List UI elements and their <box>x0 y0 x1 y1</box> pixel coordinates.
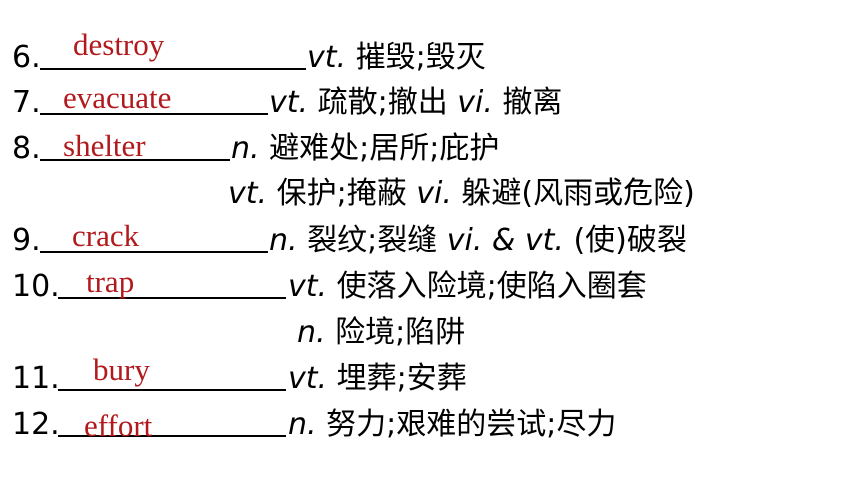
definition: vt. 摧毁;毁灭 <box>307 38 486 78</box>
answer-blank <box>58 297 286 299</box>
answer-blank <box>40 251 268 253</box>
meaning: 埋葬;安葬 <box>327 361 467 396</box>
part-of-speech: vt. <box>228 176 268 211</box>
entry-number: 7. <box>12 85 41 120</box>
answer-word: destroy <box>73 27 165 62</box>
definition: n. 避难处;居所;庇护 <box>231 129 499 169</box>
entry-number: 9. <box>12 223 41 258</box>
answer-word: bury <box>93 352 150 387</box>
answer-word: effort <box>84 408 153 443</box>
answer-blank <box>40 113 268 115</box>
meaning: 使落入险境;使陷入圈套 <box>327 269 647 304</box>
answer-word: shelter <box>63 128 146 163</box>
part-of-speech: vt. <box>269 85 309 120</box>
part-of-speech: vt. <box>307 40 347 75</box>
entry-number: 10. <box>12 269 60 304</box>
definition: n. 努力;艰难的尝试;尽力 <box>288 405 616 445</box>
definition: vt. 疏散;撤出 vi. 撤离 <box>269 83 562 123</box>
meaning: 撤离 <box>492 85 563 120</box>
meaning: 保护;掩蔽 <box>267 176 417 211</box>
meaning: (使)破裂 <box>563 223 687 258</box>
part-of-speech: vi. & vt. <box>446 223 564 258</box>
meaning: 险境;陷阱 <box>325 315 466 350</box>
entry-number: 6. <box>12 40 41 75</box>
answer-blank <box>58 435 286 437</box>
part-of-speech: vt. <box>288 361 328 396</box>
part-of-speech: vi. <box>457 85 493 120</box>
part-of-speech: n. <box>297 315 326 350</box>
meaning: 裂纹;裂缝 <box>297 223 447 258</box>
answer-blank <box>40 159 230 161</box>
meaning: 躲避(风雨或危险) <box>451 176 695 211</box>
definition: vt. 使落入险境;使陷入圈套 <box>288 267 647 307</box>
answer-word: evacuate <box>63 80 172 115</box>
part-of-speech: n. <box>231 131 260 166</box>
meaning: 努力;艰难的尝试;尽力 <box>316 407 617 442</box>
part-of-speech: n. <box>269 223 298 258</box>
entry-number: 11. <box>12 361 60 396</box>
answer-blank <box>58 389 286 391</box>
meaning: 避难处;居所;庇护 <box>259 131 500 166</box>
part-of-speech: vi. <box>416 176 452 211</box>
definition: vt. 埋葬;安葬 <box>288 359 467 399</box>
answer-blank <box>40 68 306 70</box>
definition: n. 险境;陷阱 <box>297 313 465 353</box>
part-of-speech: vt. <box>288 269 328 304</box>
entry-number: 12. <box>12 407 60 442</box>
answer-word: crack <box>72 218 140 253</box>
entry-number: 8. <box>12 131 41 166</box>
part-of-speech: n. <box>288 407 317 442</box>
meaning: 疏散;撤出 <box>308 85 458 120</box>
definition: vt. 保护;掩蔽 vi. 躲避(风雨或危险) <box>228 174 695 214</box>
definition: n. 裂纹;裂缝 vi. & vt. (使)破裂 <box>269 221 687 261</box>
answer-word: trap <box>86 264 135 299</box>
meaning: 摧毁;毁灭 <box>346 40 486 75</box>
